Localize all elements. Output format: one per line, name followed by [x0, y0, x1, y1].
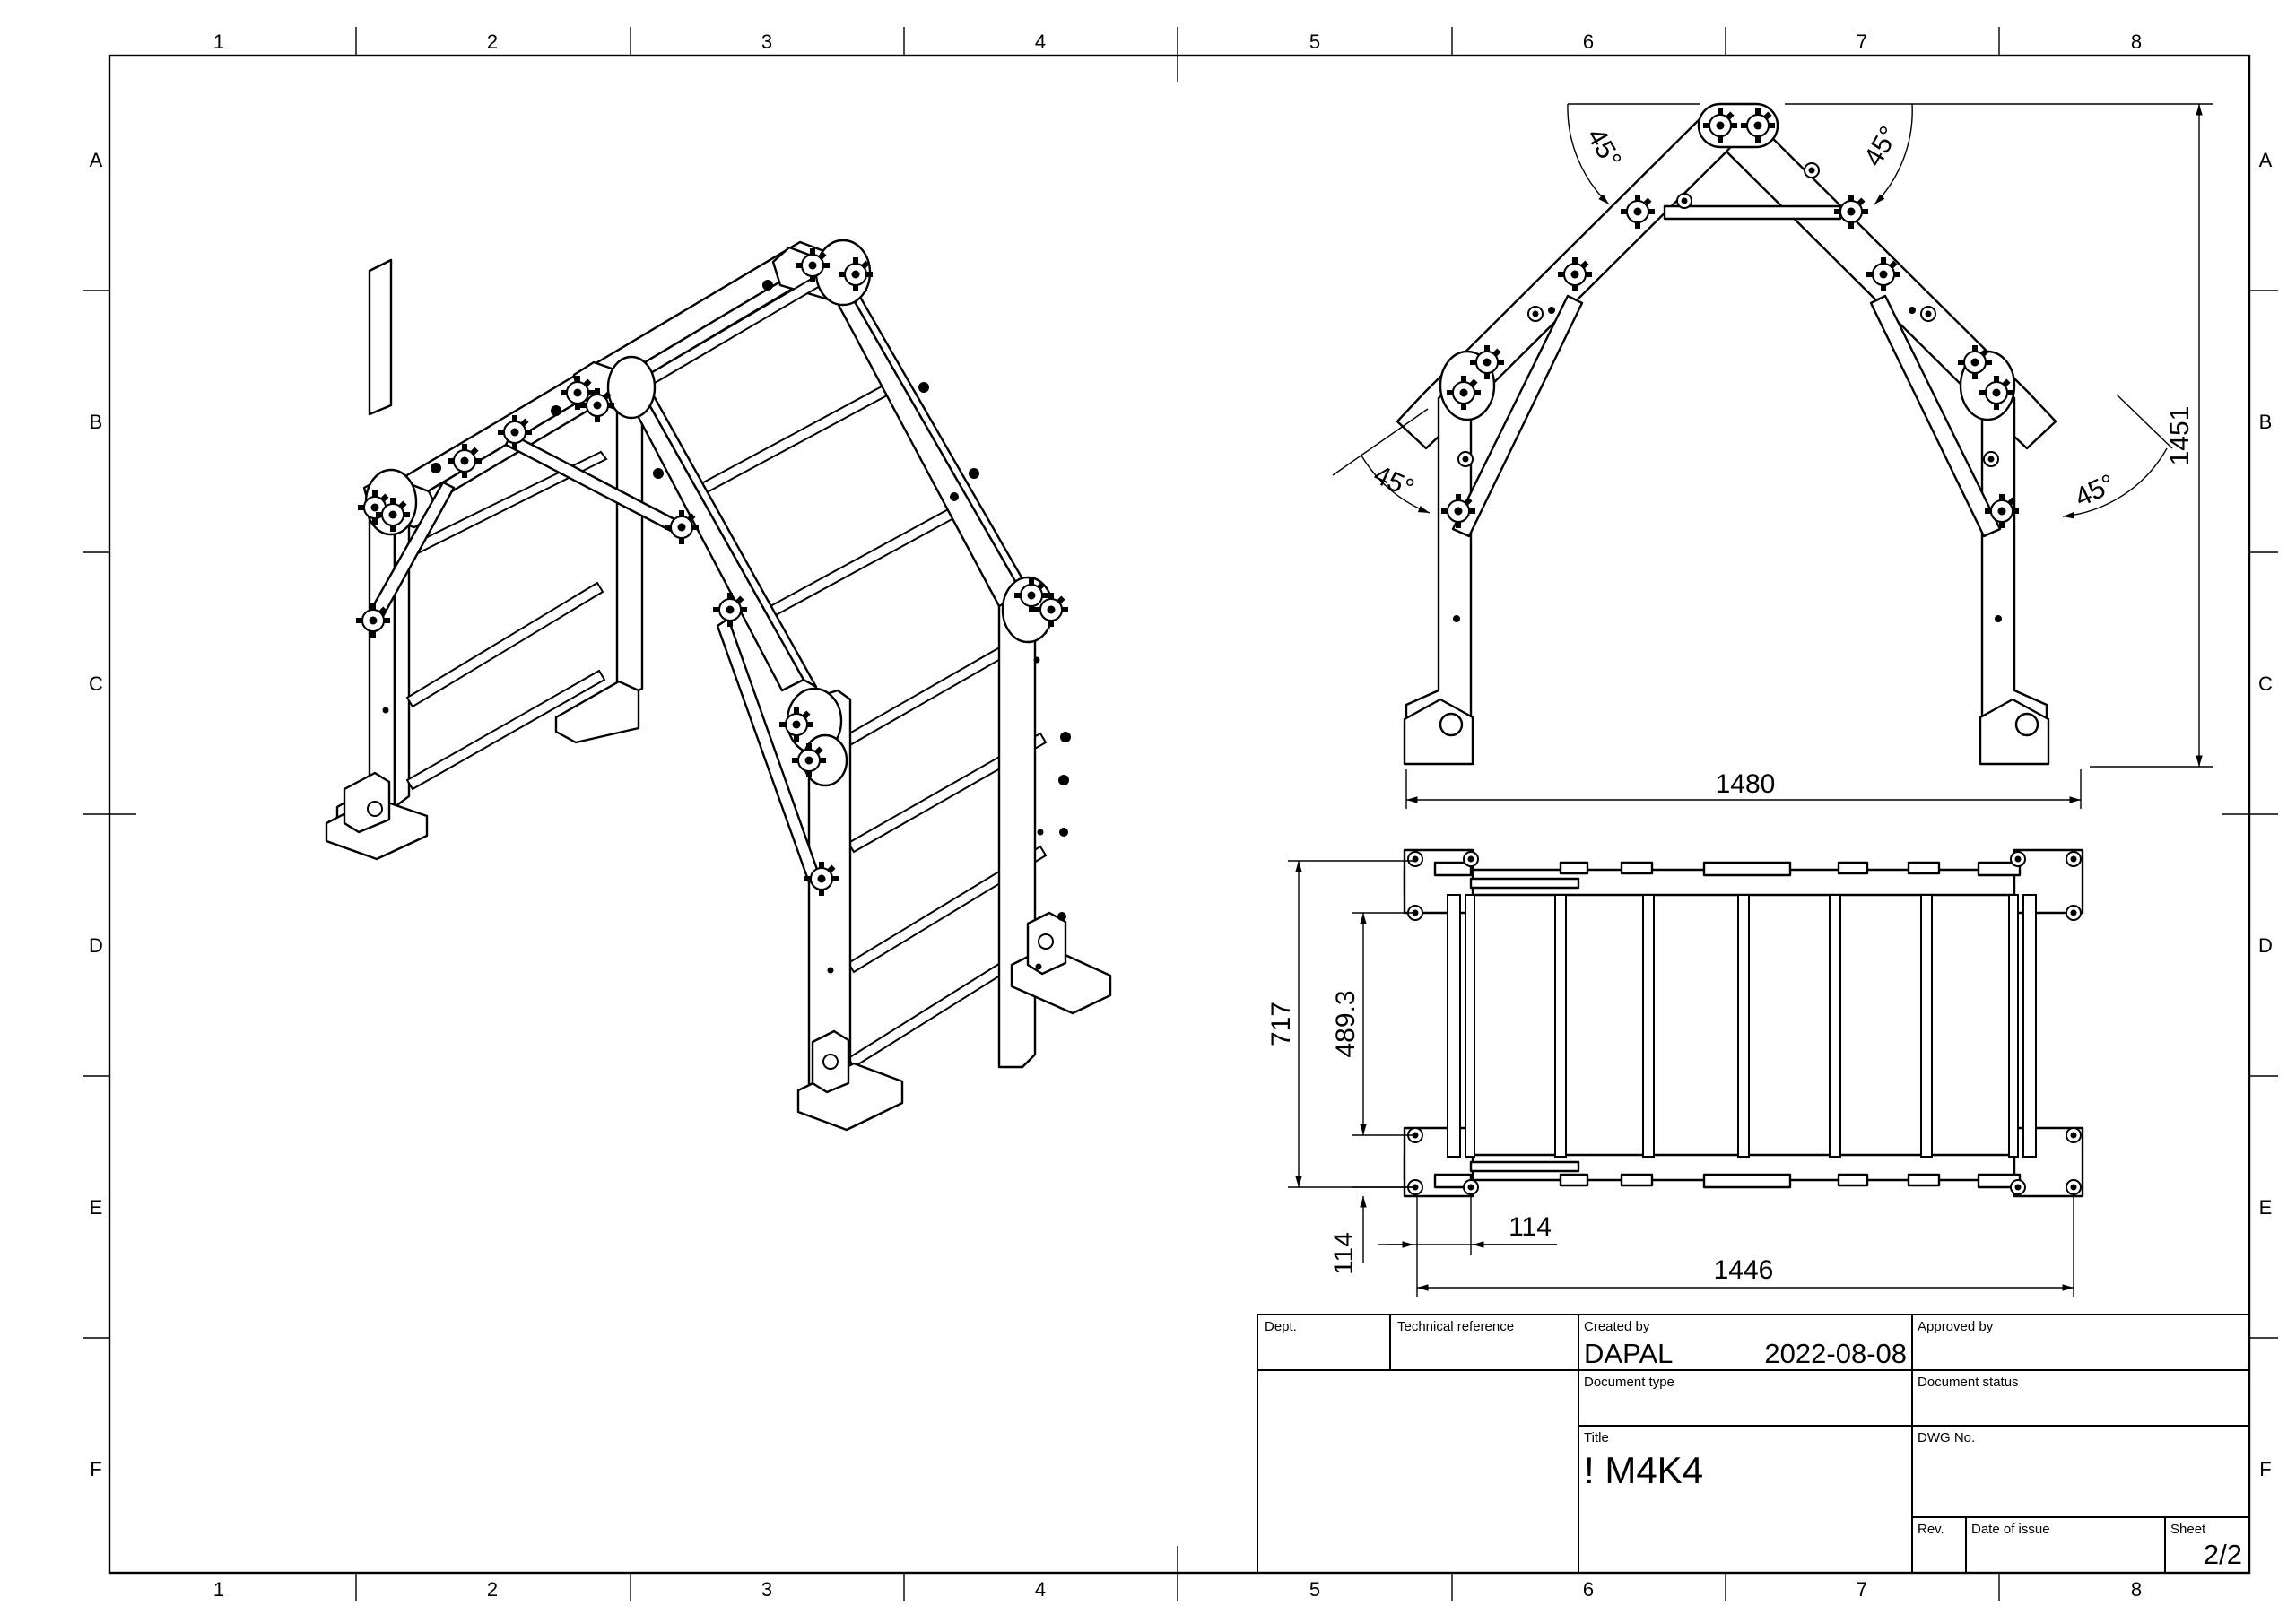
zone-row-F: F: [90, 1458, 101, 1480]
zone-col-3-bottom: 3: [761, 1578, 772, 1601]
front-view: 45° 45° 45° 45° 1451 1480: [1332, 102, 2213, 809]
top-clamps: [1433, 861, 2022, 1189]
zone-col-2-bottom: 2: [487, 1578, 498, 1601]
angle-label-top-left: 45°: [1581, 123, 1627, 173]
created-date-value: 2022-08-08: [1764, 1338, 1907, 1369]
zone-row-B: B: [90, 411, 103, 433]
width-dimension: 1480: [1716, 769, 1776, 799]
zone-dividers: [83, 27, 2278, 1601]
iso-bolts: [430, 280, 1071, 921]
top-rods: [1447, 894, 2037, 1158]
front-dimensions: [1332, 103, 2213, 809]
title-block: Dept. Technical reference Created by DAP…: [1257, 1314, 2250, 1574]
zone-col-7: 7: [1857, 30, 1867, 53]
top-view: 717 489.3 114 114 1446: [1266, 848, 2084, 1297]
zone-labels-top: 1 2 3 4 5 6 7 8: [213, 30, 2142, 53]
zone-labels-right: A B C D E F: [2258, 149, 2273, 1480]
front-pivot-plates: [1439, 102, 2039, 737]
inner-depth-dimension: 489.3: [1331, 990, 1361, 1057]
zone-col-7-bottom: 7: [1857, 1578, 1867, 1601]
zone-row-A-right: A: [2259, 149, 2273, 171]
approved-by-label: Approved by: [1918, 1319, 1994, 1334]
top-dimensions: [1288, 860, 2074, 1297]
zone-row-A: A: [90, 149, 103, 171]
zone-col-6-bottom: 6: [1583, 1578, 1594, 1601]
technical-reference-label: Technical reference: [1397, 1319, 1514, 1334]
zone-row-E-right: E: [2259, 1196, 2273, 1219]
zone-col-8: 8: [2131, 30, 2142, 53]
foot-offset-horizontal-dimension: 114: [1509, 1212, 1552, 1242]
zone-row-E: E: [90, 1196, 103, 1219]
document-type-label: Document type: [1584, 1375, 1674, 1390]
zone-row-B-right: B: [2259, 411, 2273, 433]
dwg-no-label: DWG No.: [1918, 1430, 1975, 1445]
created-by-value: DAPAL: [1584, 1338, 1673, 1369]
zone-row-C: C: [89, 673, 103, 695]
angle-label-left: 45°: [1369, 460, 1418, 504]
zone-col-1: 1: [213, 30, 224, 53]
sheet-label: Sheet: [2170, 1522, 2206, 1537]
zone-col-3: 3: [761, 30, 772, 53]
front-bolts: [1453, 162, 2002, 622]
outer-depth-dimension: 717: [1266, 1002, 1296, 1046]
zone-col-4: 4: [1035, 30, 1046, 53]
iso-front-arch: [613, 251, 1112, 1132]
date-of-issue-label: Date of issue: [1971, 1522, 2050, 1537]
zone-row-D: D: [89, 934, 103, 957]
zone-col-4-bottom: 4: [1035, 1578, 1046, 1601]
isometric-view: [325, 239, 1112, 1132]
zone-col-2: 2: [487, 30, 498, 53]
zone-row-F-right: F: [2259, 1458, 2271, 1480]
zone-col-6: 6: [1583, 30, 1594, 53]
drawing-title: ! M4K4: [1584, 1449, 1703, 1491]
zone-col-5: 5: [1309, 30, 1320, 53]
drawing-frame: [108, 54, 2251, 1575]
angle-label-right: 45°: [2070, 469, 2119, 513]
dept-label: Dept.: [1265, 1319, 1297, 1334]
title-label: Title: [1584, 1430, 1609, 1445]
created-by-label: Created by: [1584, 1319, 1650, 1334]
zone-col-1-bottom: 1: [213, 1578, 224, 1601]
angle-label-top-right: 45°: [1858, 121, 1904, 171]
zone-col-5-bottom: 5: [1309, 1578, 1320, 1601]
top-dimension-labels: 717 489.3 114 114 1446: [1266, 990, 1773, 1285]
height-dimension: 1451: [2165, 406, 2195, 466]
zone-row-D-right: D: [2258, 934, 2273, 957]
zone-col-8-bottom: 8: [2131, 1578, 2142, 1601]
iso-braces: [364, 432, 822, 884]
overall-width-dimension: 1446: [1714, 1255, 1774, 1285]
sheet-number: 2/2: [2204, 1539, 2242, 1570]
document-status-label: Document status: [1918, 1375, 2019, 1390]
iso-rungs: [405, 269, 1048, 1069]
foot-offset-vertical-dimension: 114: [1329, 1232, 1359, 1275]
zone-labels-left: A B C D E F: [89, 149, 103, 1480]
rev-label: Rev.: [1918, 1522, 1944, 1537]
front-arch-arms: [1396, 104, 2057, 766]
zone-labels-bottom: 1 2 3 4 5 6 7 8: [213, 1578, 2142, 1601]
zone-row-C-right: C: [2258, 673, 2273, 695]
